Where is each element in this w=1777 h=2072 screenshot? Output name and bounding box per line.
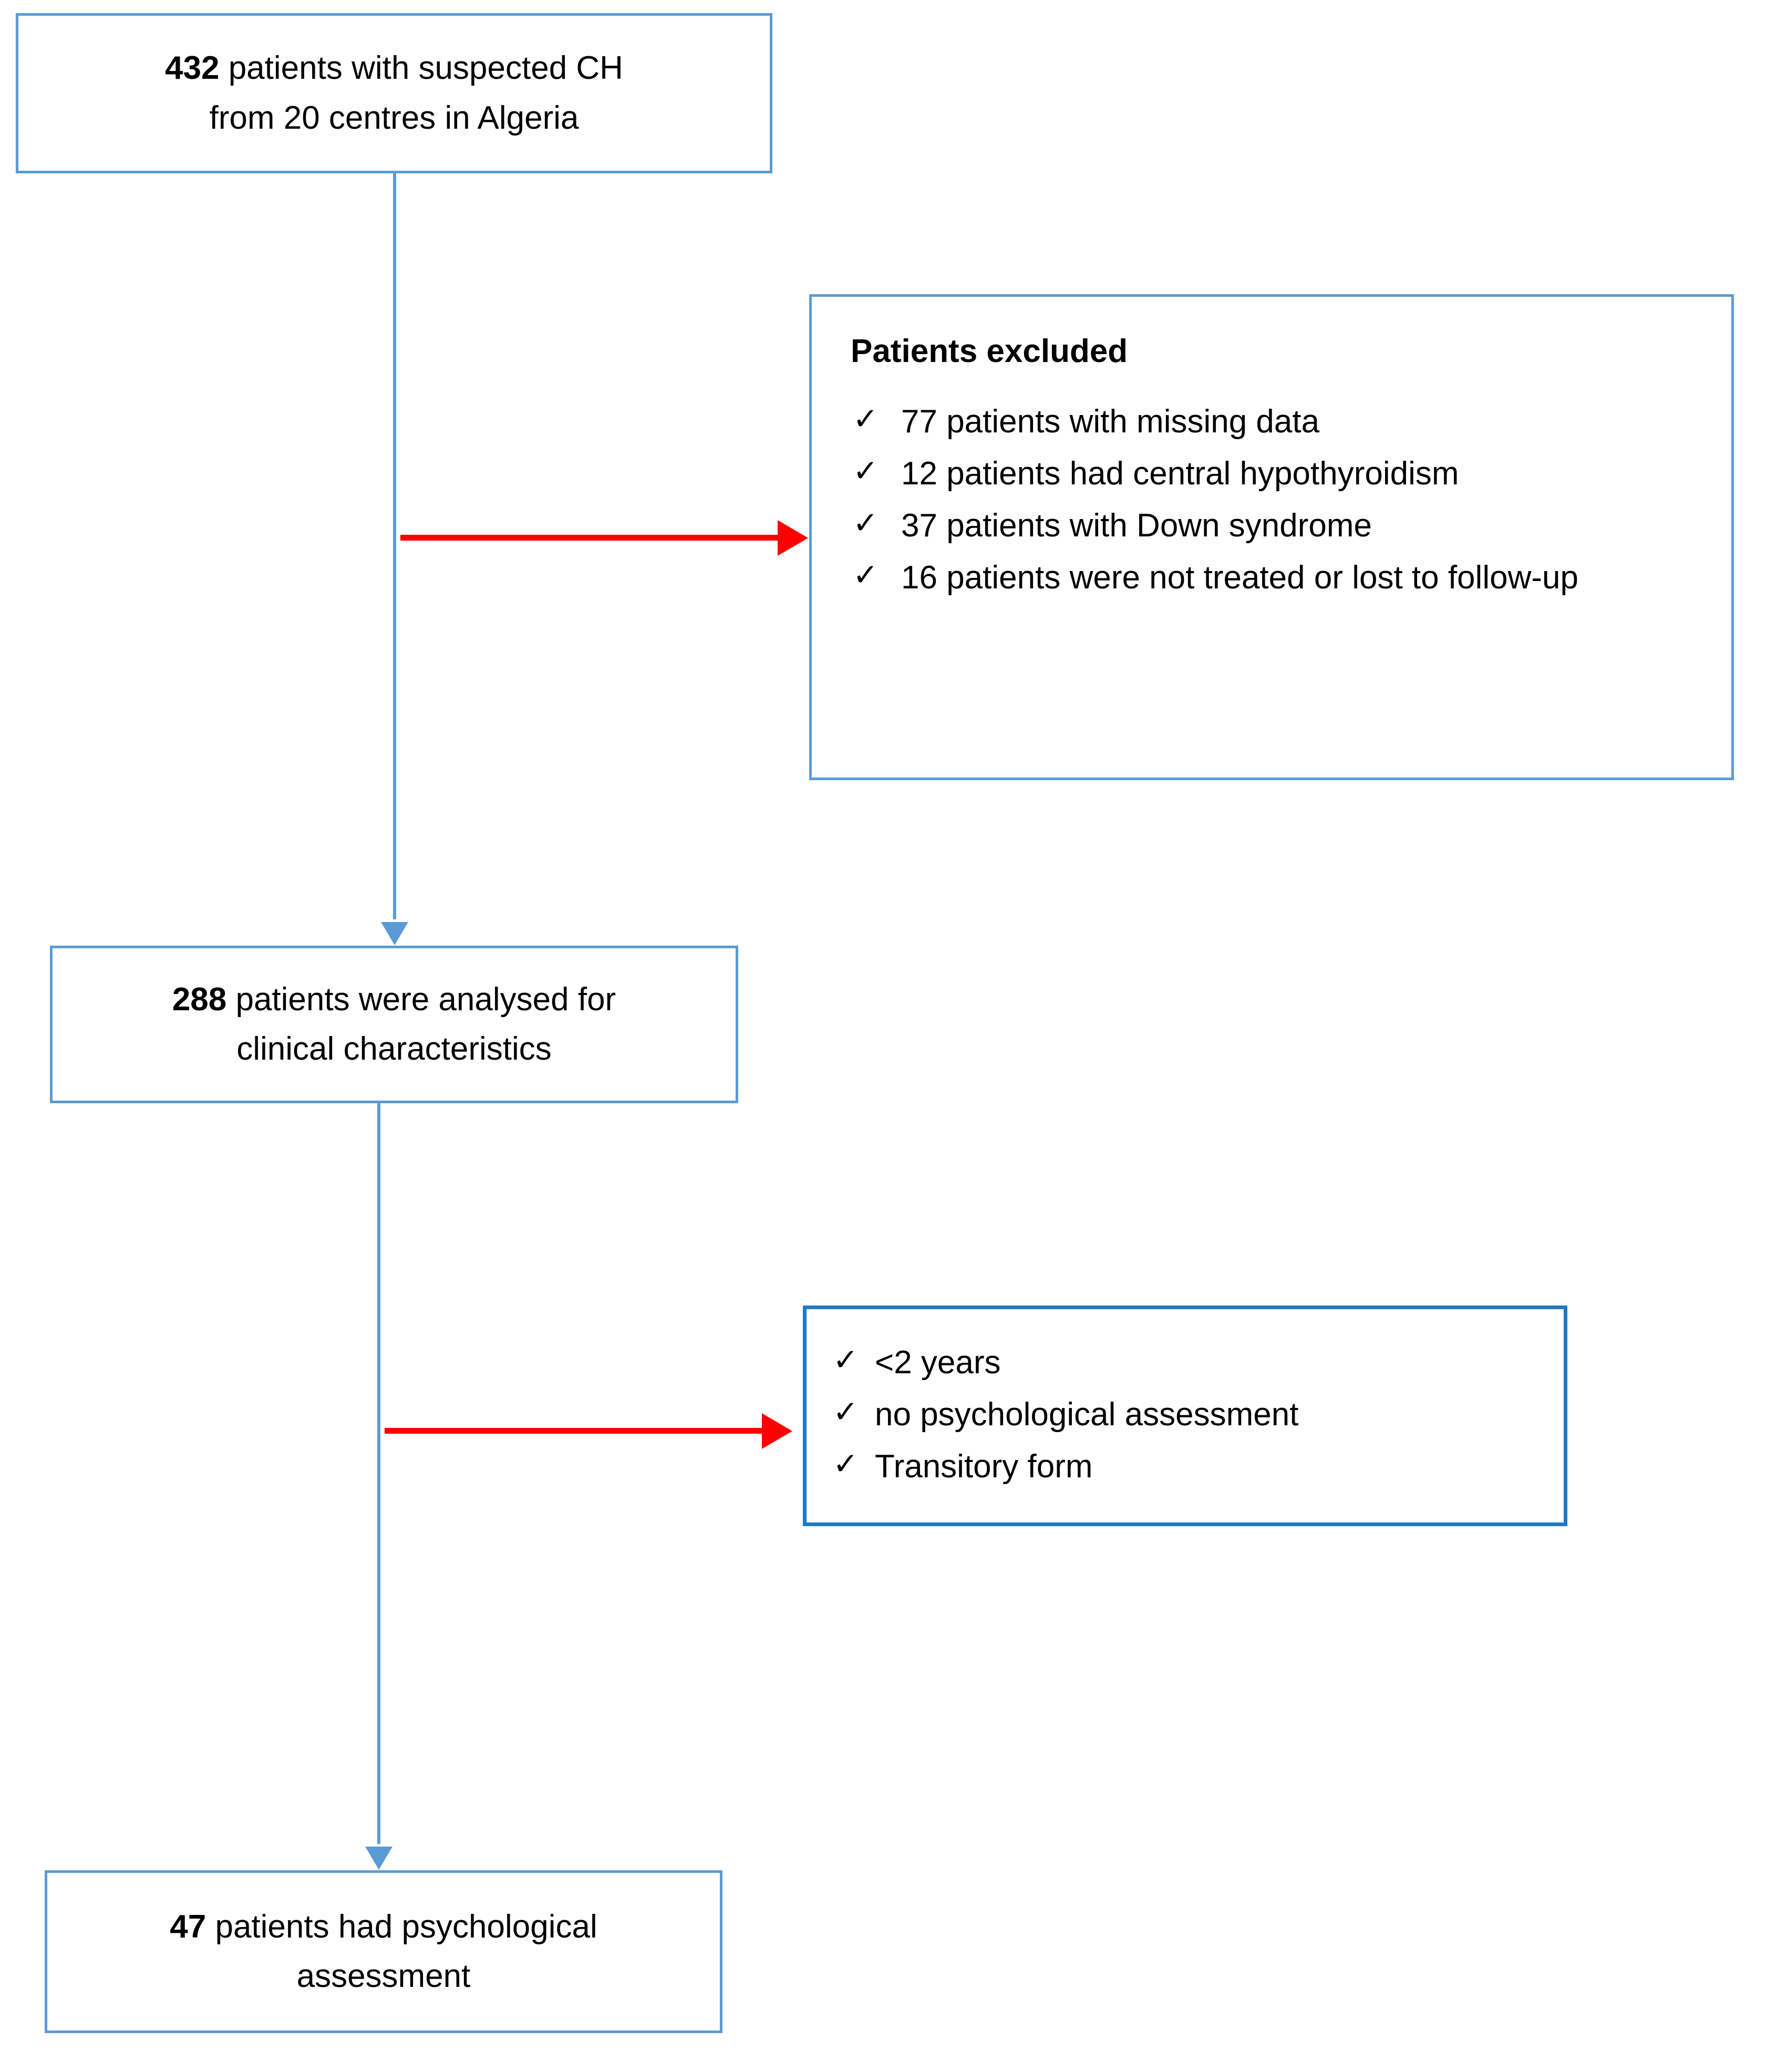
node-enrolled-count: 432 xyxy=(165,50,220,87)
node-analysed-text: 288 patients were analysed for clinical … xyxy=(53,975,736,1074)
node-analysed-count: 288 xyxy=(172,981,227,1018)
node-excluded-2-box: ✓ <2 years ✓ no psychological assessment… xyxy=(803,1306,1567,1526)
check-icon: ✓ xyxy=(853,401,879,437)
list-item-label: 12 patients had central hypothyroidism xyxy=(901,455,1459,492)
exclusion-arrow-2-head xyxy=(762,1413,792,1449)
node-excluded-1-box: Patients excluded ✓ 77 patients with mis… xyxy=(809,294,1734,780)
arrowhead-analysed-to-assessed xyxy=(365,1847,392,1870)
node-analysed-line1: patients were analysed for xyxy=(226,981,616,1018)
node-enrolled-box: 432 patients with suspected CH from 20 c… xyxy=(16,13,772,173)
list-item: ✓ 37 patients with Down syndrome xyxy=(853,501,1710,550)
check-icon: ✓ xyxy=(833,1341,859,1377)
list-item-label: no psychological assessment xyxy=(875,1396,1299,1433)
connector-enrolled-to-analysed xyxy=(393,173,396,919)
node-excluded-1-list: ✓ 77 patients with missing data ✓ 12 pat… xyxy=(812,397,1731,605)
list-item-label: Transitory form xyxy=(875,1448,1093,1485)
node-enrolled-line1: patients with suspected CH xyxy=(219,50,623,87)
check-icon: ✓ xyxy=(833,1393,859,1429)
list-item: ✓ 12 patients had central hypothyroidism xyxy=(853,449,1710,498)
node-enrolled-line2: from 20 centres in Algeria xyxy=(209,99,579,136)
node-assessed-count: 47 xyxy=(170,1908,206,1945)
node-analysed-line2: clinical characteristics xyxy=(236,1031,552,1067)
list-item-label: <2 years xyxy=(875,1344,1001,1381)
exclusion-arrow-1-head xyxy=(778,520,808,556)
list-item-label: 37 patients with Down syndrome xyxy=(901,507,1372,544)
check-icon: ✓ xyxy=(853,453,879,489)
list-item-label: 16 patients were not treated or lost to … xyxy=(901,560,1578,596)
connector-analysed-to-assessed xyxy=(377,1103,380,1844)
list-item: ✓ no psychological assessment xyxy=(833,1390,1543,1439)
node-assessed-box: 47 patients had psychological assessment xyxy=(45,1870,722,2033)
list-item: ✓ Transitory form xyxy=(833,1442,1543,1491)
exclusion-arrow-1-line xyxy=(400,535,779,541)
check-icon: ✓ xyxy=(833,1445,859,1482)
node-excluded-2-list: ✓ <2 years ✓ no psychological assessment… xyxy=(807,1338,1564,1494)
check-icon: ✓ xyxy=(853,505,879,541)
node-enrolled-text: 432 patients with suspected CH from 20 c… xyxy=(18,44,770,142)
arrowhead-enrolled-to-analysed xyxy=(381,922,408,945)
node-excluded-1-title: Patients excluded xyxy=(851,333,1128,369)
node-assessed-line1: patients had psychological xyxy=(206,1908,597,1945)
list-item: ✓ <2 years xyxy=(833,1338,1543,1387)
node-assessed-line2: assessment xyxy=(296,1958,471,1994)
list-item: ✓ 77 patients with missing data xyxy=(853,397,1710,446)
node-analysed-box: 288 patients were analysed for clinical … xyxy=(50,946,738,1103)
check-icon: ✓ xyxy=(853,557,879,593)
node-assessed-text: 47 patients had psychological assessment xyxy=(47,1902,720,2001)
list-item-label: 77 patients with missing data xyxy=(901,403,1320,440)
exclusion-arrow-2-line xyxy=(385,1428,763,1434)
list-item: ✓ 16 patients were not treated or lost t… xyxy=(853,553,1710,602)
